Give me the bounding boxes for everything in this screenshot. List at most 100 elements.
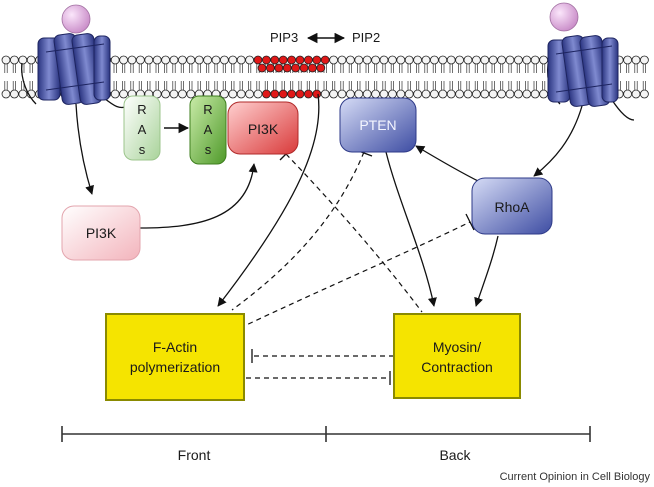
lipid-tail xyxy=(508,81,512,90)
lipid-tail xyxy=(634,81,638,90)
pi3k-cytosol: PI3K xyxy=(61,205,141,261)
lipid-head xyxy=(404,89,414,99)
lipid-tail xyxy=(155,64,159,73)
lipid-head xyxy=(539,55,548,65)
lipid-head xyxy=(471,89,481,99)
lipid-tail xyxy=(222,81,226,90)
lipid-head xyxy=(640,89,649,99)
lipid-head xyxy=(488,89,498,99)
lipid-tail xyxy=(281,81,285,90)
lipid-tail xyxy=(390,81,394,90)
lipid-tail xyxy=(390,64,394,73)
lipid-tail xyxy=(542,64,546,73)
lipid-head xyxy=(387,89,397,99)
lipid-tail xyxy=(348,81,352,90)
lipid-tail xyxy=(122,81,126,90)
factin-label-line1: F-Actin xyxy=(153,339,197,355)
lipid-head xyxy=(337,89,347,99)
lipid-tail xyxy=(231,81,235,90)
lipid-tail xyxy=(500,81,504,90)
pip3-lipid-head xyxy=(287,55,297,65)
lipid-tail xyxy=(432,81,436,90)
pip3-lipid-head xyxy=(316,63,326,73)
pip3-lipid-head xyxy=(253,55,263,65)
pip3-lipid-head xyxy=(274,63,284,73)
lipid-tail xyxy=(357,81,361,90)
pip3-lipid-head xyxy=(299,63,309,73)
front-back-axis: Front Back xyxy=(61,426,591,463)
pip3-lipid-head xyxy=(265,63,275,73)
edge-factin-inhibit-rhoa xyxy=(239,221,471,329)
lipid-tail xyxy=(239,81,243,90)
lipid-tail xyxy=(416,81,420,90)
lipid-head xyxy=(203,55,213,65)
edge-receptor-to-pi3k xyxy=(75,103,94,195)
lipid-head xyxy=(463,55,473,65)
lipid-head xyxy=(236,55,246,65)
lipid-tail xyxy=(348,64,352,73)
lipid-head xyxy=(119,55,128,65)
lipid-head xyxy=(337,55,347,65)
lipid-tail xyxy=(340,64,344,73)
lipid-tail xyxy=(399,64,403,73)
factin-label-line2: polymerization xyxy=(130,359,220,375)
lipid-head xyxy=(455,89,465,99)
receptor-left xyxy=(21,4,129,109)
lipid-head xyxy=(186,89,196,99)
lipid-head xyxy=(18,89,28,99)
pip3-lipid-head xyxy=(312,89,322,99)
lipid-head xyxy=(429,89,439,99)
lipid-head xyxy=(169,89,179,99)
rhoa: RhoA xyxy=(471,177,553,235)
lipid-head xyxy=(438,89,448,99)
lipid-head xyxy=(144,55,154,65)
lipid-tail xyxy=(491,81,495,90)
lipid-tail xyxy=(634,64,638,73)
lipid-tail xyxy=(138,64,142,73)
lipid-head xyxy=(236,89,246,99)
lipid-head xyxy=(186,55,196,65)
lipid-tail xyxy=(416,64,420,73)
lipid-head xyxy=(514,55,523,65)
lipid-tail xyxy=(12,64,16,73)
lipid-tail xyxy=(483,81,487,90)
lipid-tail xyxy=(147,81,151,90)
lipid-tail xyxy=(248,64,252,73)
lipid-tail xyxy=(626,81,630,90)
lipid-tail xyxy=(113,64,117,73)
lipid-head xyxy=(169,55,179,65)
lipid-head xyxy=(463,89,473,99)
lipid-head xyxy=(505,89,515,99)
edge-pip3-to-factin xyxy=(217,93,320,307)
lipid-head xyxy=(623,55,632,65)
signaling-edges xyxy=(75,93,583,385)
lipid-head xyxy=(329,55,339,65)
lipid-head xyxy=(522,55,532,65)
lipid-tail xyxy=(340,81,344,90)
ras-active-letter-2: A xyxy=(204,122,213,137)
lipid-tail xyxy=(365,64,369,73)
pip3-lipid-head xyxy=(270,55,280,65)
lipid-tail xyxy=(147,64,151,73)
lipid-tail xyxy=(466,64,470,73)
lipid-head xyxy=(1,55,11,65)
lipid-head xyxy=(161,55,171,65)
lipid-head xyxy=(219,89,229,99)
lipid-head xyxy=(228,89,238,99)
lipid-tail xyxy=(189,81,193,90)
lipid-head xyxy=(446,55,456,65)
pi3k-membrane: PI3K xyxy=(227,101,299,155)
lipid-head xyxy=(404,55,414,65)
pip3-lipid-head xyxy=(312,55,322,65)
pip3-lipid-head xyxy=(287,89,297,99)
lipid-tail xyxy=(323,81,327,90)
lipid-tail xyxy=(332,64,336,73)
back-label: Back xyxy=(439,447,471,463)
lipid-head xyxy=(488,55,498,65)
lipid-head xyxy=(354,89,364,99)
lipid-head xyxy=(480,89,490,99)
pip3-lipid-head xyxy=(278,55,288,65)
lipid-head xyxy=(110,55,120,65)
lipid-tail xyxy=(458,64,462,73)
lipid-head xyxy=(530,89,540,99)
